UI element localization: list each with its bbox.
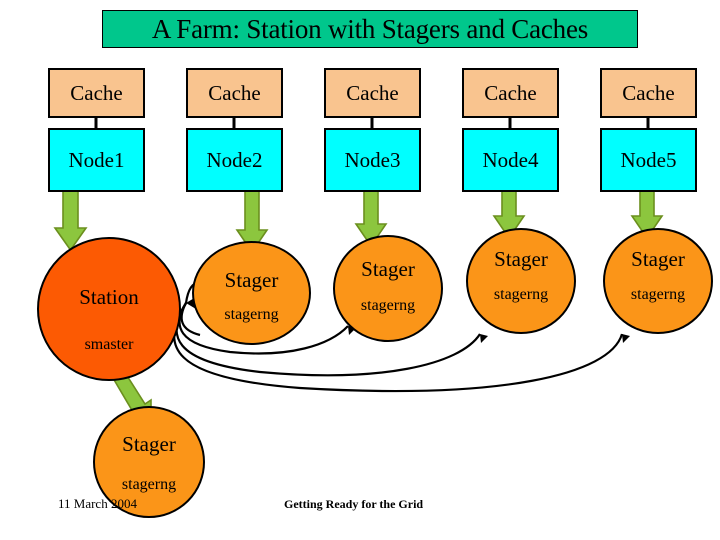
station-node[interactable]: Station smaster bbox=[37, 237, 181, 381]
stager-node-5[interactable]: Stager stagerng bbox=[93, 406, 205, 518]
cache-label-2: Cache bbox=[208, 80, 261, 105]
cache-box-3[interactable]: Cache bbox=[324, 68, 421, 118]
cache-node-stems bbox=[94, 118, 650, 129]
stager-subtitle-1: stagerng bbox=[224, 306, 279, 323]
stager-title-5: Stager bbox=[122, 432, 176, 456]
stager-node-3[interactable]: Stager stagerng bbox=[466, 228, 576, 334]
down-arrow-icon bbox=[630, 189, 664, 240]
node-box-2[interactable]: Node2 bbox=[186, 128, 283, 192]
page-title: A Farm: Station with Stagers and Caches bbox=[151, 13, 589, 44]
station-subtitle: smaster bbox=[84, 336, 134, 353]
stager-node-4[interactable]: Stager stagerng bbox=[603, 228, 713, 334]
stager-node-2[interactable]: Stager stagerng bbox=[333, 235, 443, 342]
down-arrow-icon bbox=[492, 189, 526, 240]
stager-subtitle-2: stagerng bbox=[360, 297, 416, 314]
node-label-5: Node5 bbox=[620, 147, 677, 172]
cache-label-5: Cache bbox=[622, 80, 675, 105]
node-box-3[interactable]: Node3 bbox=[324, 128, 421, 192]
slide-title-bar: A Farm: Station with Stagers and Caches bbox=[102, 10, 638, 48]
cache-label-4: Cache bbox=[484, 80, 537, 105]
node-box-4[interactable]: Node4 bbox=[462, 128, 559, 192]
cache-label-1: Cache bbox=[70, 80, 123, 105]
station-title: Station bbox=[79, 285, 139, 309]
stager-subtitle-5: stagerng bbox=[121, 476, 177, 493]
footer-date: 11 March 2004 bbox=[58, 496, 137, 511]
cache-box-2[interactable]: Cache bbox=[186, 68, 283, 118]
stager-title-1: Stager bbox=[224, 268, 279, 292]
down-arrow-icon bbox=[53, 189, 88, 252]
node-label-2: Node2 bbox=[206, 147, 263, 172]
cache-box-5[interactable]: Cache bbox=[600, 68, 697, 118]
stager-title-3: Stager bbox=[494, 247, 548, 271]
cache-box-4[interactable]: Cache bbox=[462, 68, 559, 118]
node-label-3: Node3 bbox=[344, 147, 401, 172]
stager-title-2: Stager bbox=[361, 257, 415, 281]
node-box-5[interactable]: Node5 bbox=[600, 128, 697, 192]
stager-subtitle-4: stagerng bbox=[630, 286, 686, 303]
stager-subtitle-3: stagerng bbox=[493, 286, 549, 303]
node-box-1[interactable]: Node1 bbox=[48, 128, 145, 192]
cache-box-1[interactable]: Cache bbox=[48, 68, 145, 118]
footer-center-text: Getting Ready for the Grid bbox=[284, 497, 424, 511]
stager-node-1[interactable]: Stager stagerng bbox=[192, 241, 311, 345]
station-stager-connectors bbox=[173, 278, 624, 393]
node-label-4: Node4 bbox=[482, 147, 539, 172]
node-label-1: Node1 bbox=[68, 147, 125, 172]
cache-label-3: Cache bbox=[346, 80, 399, 105]
stager-title-4: Stager bbox=[631, 247, 685, 271]
